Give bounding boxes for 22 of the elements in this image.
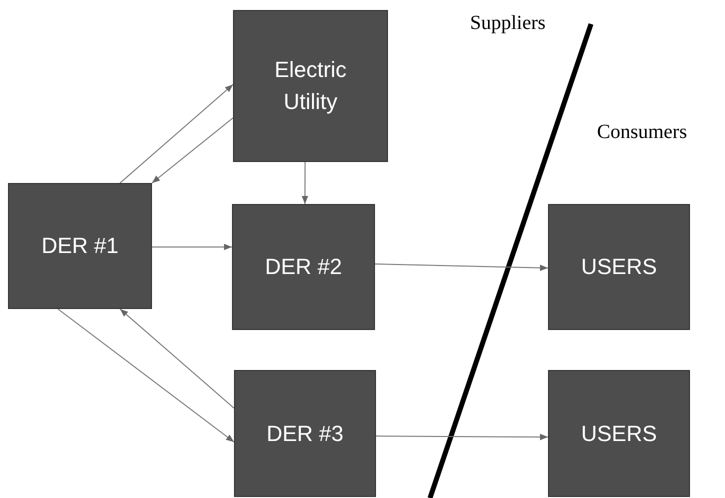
arrow [302, 162, 308, 204]
arrow [57, 308, 234, 442]
process-box [233, 10, 388, 162]
arrow [120, 308, 234, 409]
arrow [152, 117, 234, 184]
process-box [232, 204, 375, 330]
arrow [374, 263, 548, 272]
process-box [234, 370, 376, 497]
box-label: USERS [581, 253, 657, 281]
box-label: USERS [581, 420, 657, 448]
box-label: DER #1 [41, 232, 119, 260]
box-label: DER #2 [264, 253, 342, 281]
region-label: Consumers [597, 120, 687, 145]
box-label: DER #3 [266, 420, 344, 448]
process-box [548, 204, 690, 330]
region-label: Suppliers [470, 11, 546, 36]
box-label: Electric Utility [273, 56, 348, 116]
arrow [376, 434, 548, 440]
process-box [8, 183, 152, 309]
arrow [152, 244, 232, 250]
process-box [548, 370, 690, 497]
arrow [120, 84, 234, 184]
